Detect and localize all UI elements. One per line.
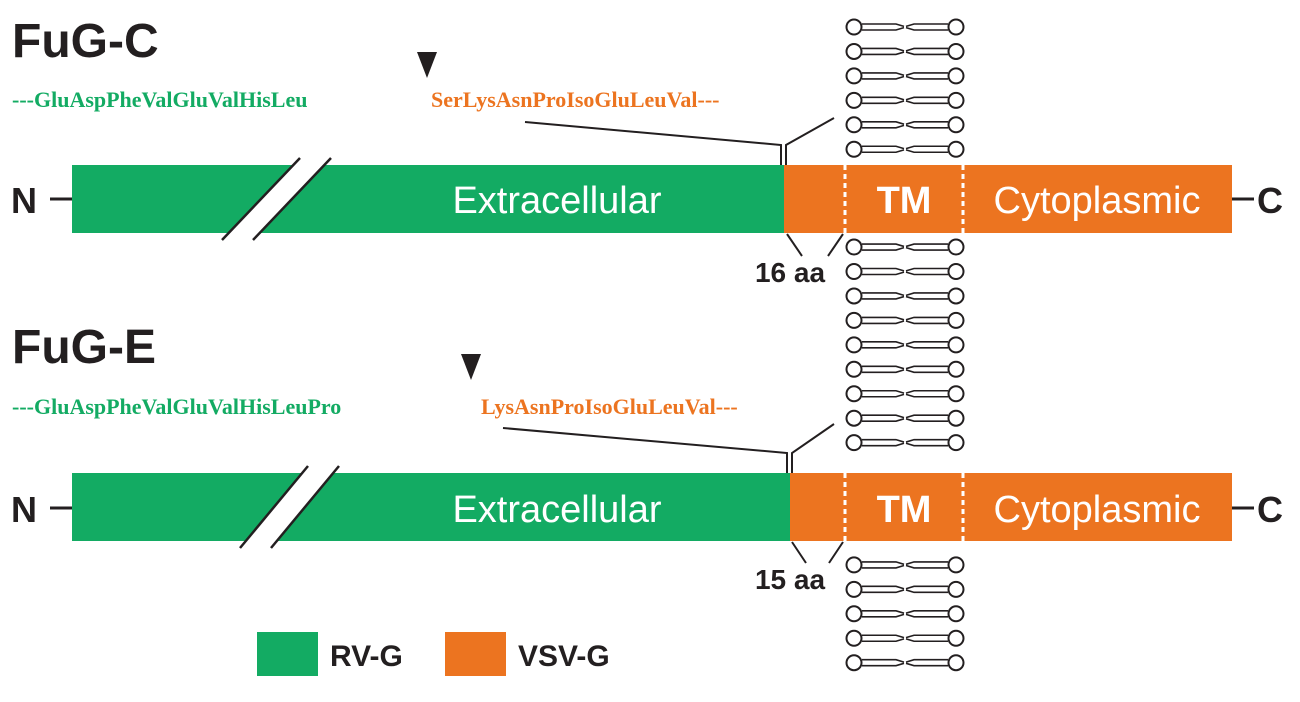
phospholipid-icon	[845, 287, 965, 305]
phospholipid-icon	[845, 263, 965, 280]
phospholipid-icon	[845, 238, 965, 256]
fug-c-panel: FuG-C ---GluAspPheValGluValHisLeu SerLys…	[11, 15, 1283, 288]
sequence-rv-part: ---GluAspPheValGluValHisLeuPro	[12, 394, 341, 419]
phospholipid-icon	[845, 434, 965, 452]
cleavage-arrowhead-icon	[417, 52, 437, 78]
sequence-connector-line	[785, 117, 835, 165]
legend-swatch-vsv-g	[445, 632, 506, 676]
phospholipid-icon	[845, 91, 965, 109]
phospholipid-icon	[845, 605, 965, 623]
sequence-vsv-part: LysAsnProIsoGluLeuVal---	[481, 394, 738, 419]
phospholipid-icon	[845, 311, 965, 329]
tm-label: TM	[877, 180, 932, 222]
extracellular-label: Extracellular	[452, 489, 661, 531]
panel-title: FuG-C	[12, 15, 159, 68]
phospholipid-icon	[845, 116, 965, 134]
c-terminus-label: C	[1257, 180, 1283, 221]
phospholipid-icon	[845, 18, 965, 36]
cytoplasmic-label: Cytoplasmic	[994, 489, 1201, 531]
fug-e-panel: FuG-E ---GluAspPheValGluValHisLeuPro Lys…	[11, 321, 1283, 595]
sequence-break-icon	[239, 465, 340, 549]
panel-title: FuG-E	[12, 321, 156, 374]
phospholipid-icon	[845, 409, 965, 427]
legend-label-rv-g: RV-G	[330, 640, 403, 673]
aa-bracket-line	[828, 541, 844, 564]
aa-bracket-line	[786, 233, 803, 257]
phospholipid-icon	[845, 556, 965, 574]
legend-swatch-rv-g	[257, 632, 318, 676]
vsv-g-region	[784, 165, 1232, 233]
lipid-bilayer	[845, 18, 965, 672]
phospholipid-icon	[845, 140, 965, 158]
tm-label: TM	[877, 489, 932, 531]
sequence-break-icon	[221, 157, 332, 241]
c-terminus-label: C	[1257, 489, 1283, 530]
phospholipid-icon	[845, 654, 965, 672]
extracellular-domain	[72, 165, 784, 233]
cytoplasmic-label: Cytoplasmic	[994, 180, 1201, 222]
phospholipid-icon	[845, 336, 965, 354]
extracellular-domain	[72, 473, 790, 541]
phospholipid-icon	[845, 42, 965, 60]
sequence-connector-line	[524, 121, 782, 165]
sequence-connector-line	[502, 427, 788, 473]
phospholipid-icon	[845, 629, 965, 647]
phospholipid-icon	[845, 67, 965, 85]
phospholipid-icon	[845, 580, 965, 598]
legend-label-vsv-g: VSV-G	[518, 640, 610, 673]
n-terminus-label: N	[11, 489, 37, 530]
aa-bracket-line	[827, 233, 844, 257]
aa-bracket-line	[791, 541, 807, 564]
extracellular-label: Extracellular	[452, 180, 661, 222]
n-terminus-label: N	[11, 180, 37, 221]
cleavage-arrowhead-icon	[461, 354, 481, 380]
vsv-g-region	[790, 473, 1232, 541]
phospholipid-icon	[845, 385, 965, 403]
phospholipid-icon	[845, 360, 965, 378]
sequence-rv-part: ---GluAspPheValGluValHisLeu	[12, 87, 307, 112]
legend: RV-G VSV-G	[257, 632, 610, 676]
segment-length-label: 16 aa	[755, 257, 825, 288]
segment-length-label: 15 aa	[755, 564, 825, 595]
sequence-connector-line	[791, 423, 835, 473]
sequence-vsv-part: SerLysAsnProIsoGluLeuVal---	[431, 87, 720, 112]
